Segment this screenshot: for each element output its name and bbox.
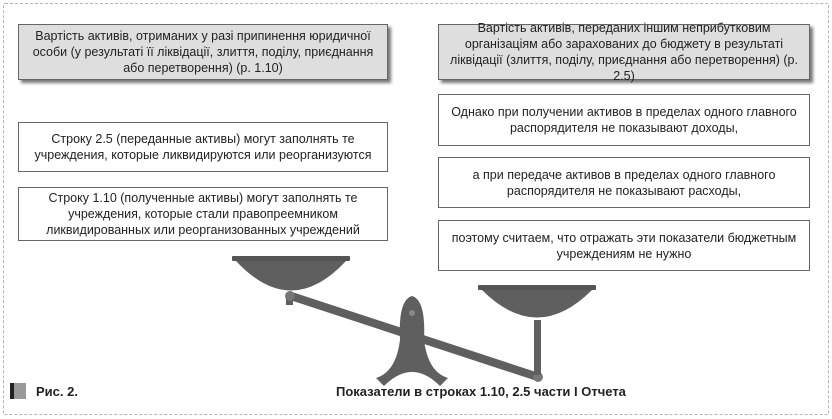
no-expenses-note: а при передаче активов в пределах одного…	[438, 157, 810, 208]
row-1-10-note: Строку 1.10 (полученные активы) могут за…	[18, 187, 388, 241]
conclusion-note: поэтому считаем, что отражать эти показа…	[438, 220, 810, 271]
dashed-frame	[3, 3, 829, 415]
figure-marker-icon	[10, 383, 26, 399]
assets-transferred-box: Вартість активів, переданих іншим неприб…	[438, 21, 810, 83]
no-income-note: Однако при получении активов в пределах …	[438, 94, 810, 146]
figure-title: Показатели в строках 1.10, 2.5 части I О…	[336, 384, 626, 399]
figure-label: Рис. 2.	[36, 384, 78, 399]
assets-received-box: Вартість активів, отриманих у разі припи…	[18, 24, 388, 80]
row-2-5-note: Строку 2.5 (переданные активы) могут зап…	[18, 122, 388, 172]
